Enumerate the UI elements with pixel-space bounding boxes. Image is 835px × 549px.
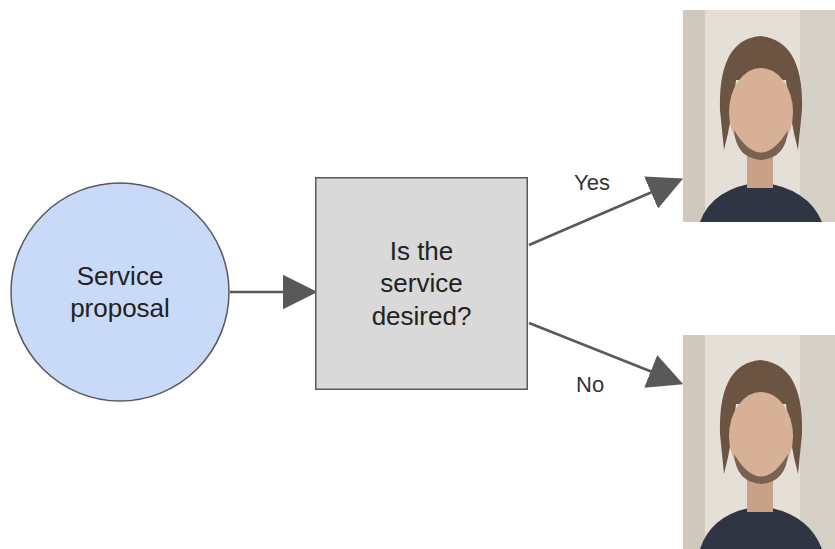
node-text: Is the service desired? <box>357 235 487 333</box>
decision-box: Is the service desired? <box>315 177 528 390</box>
box-outline <box>316 178 528 390</box>
flow-arrow <box>230 291 314 294</box>
portrait-photo <box>683 10 835 222</box>
node-text: Service proposal <box>50 260 190 325</box>
branch-label: Yes <box>572 170 612 196</box>
branch-label: No <box>574 372 606 398</box>
portrait-photo <box>683 335 835 549</box>
start-circle-outline <box>10 182 230 402</box>
start-circle: Service proposal <box>10 182 230 402</box>
circle-outline <box>11 183 229 401</box>
